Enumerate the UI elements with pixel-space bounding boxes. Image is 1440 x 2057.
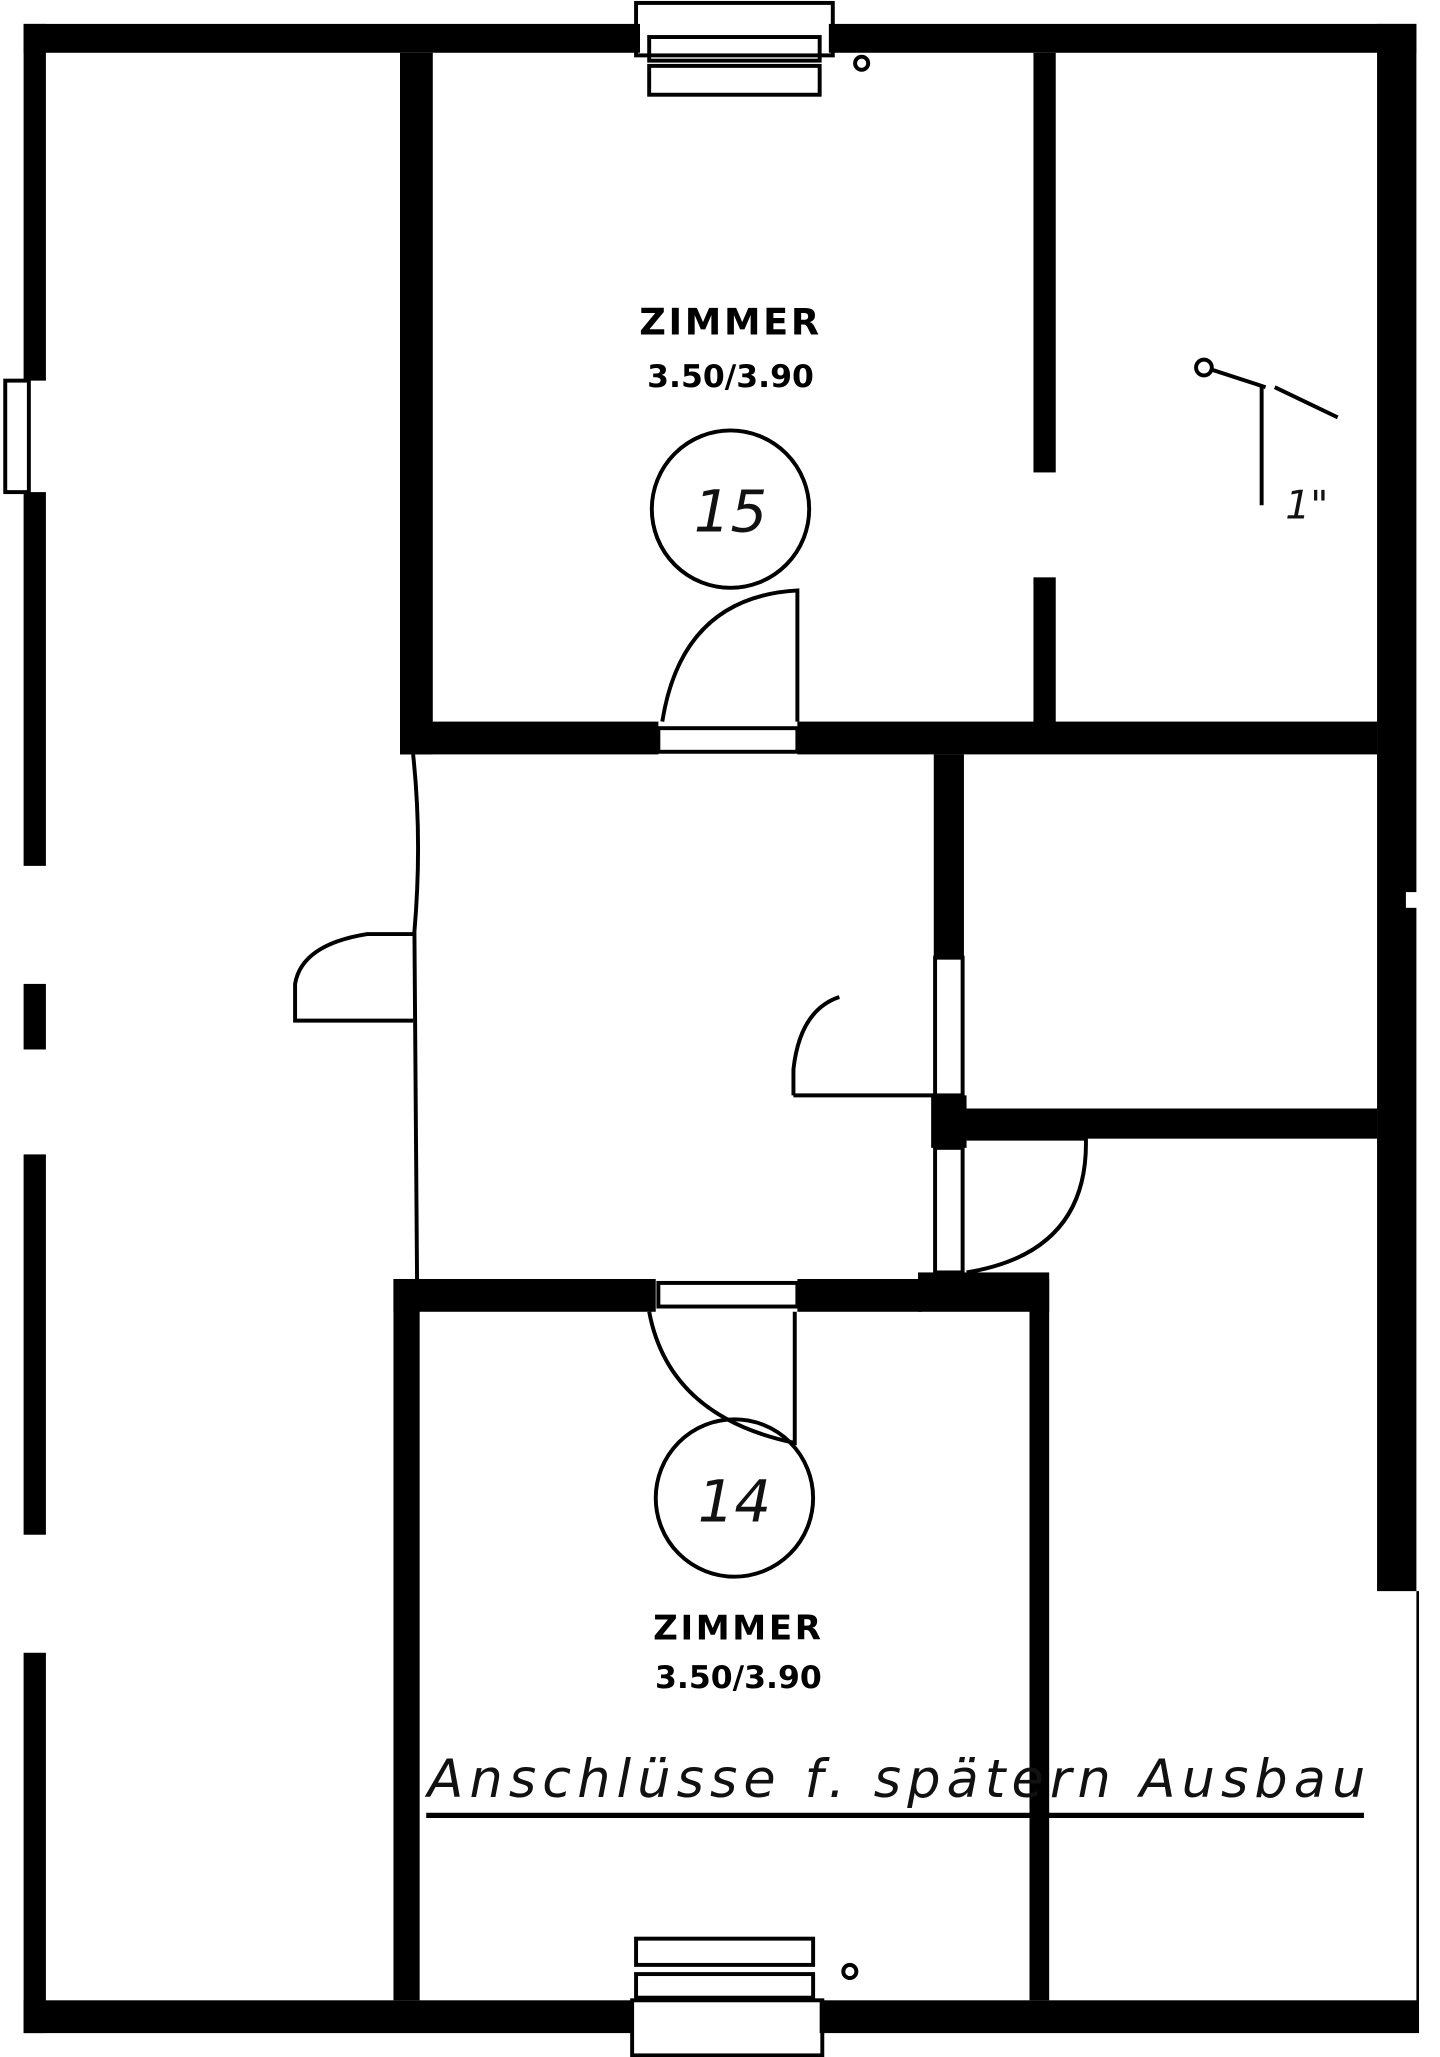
pipe-size-label: 1" [1285, 482, 1328, 528]
door-room-15 [660, 588, 800, 722]
room-15-name: ZIMMER [639, 301, 821, 344]
room-15-dimensions: 3.50/3.90 [647, 359, 814, 395]
room-14-badge [653, 1417, 816, 1579]
note-underline [426, 1812, 1364, 1819]
room-15-number: 15 [694, 477, 767, 545]
hall-walls [293, 754, 1378, 1312]
room-15-badge [649, 428, 812, 590]
room-15-walls [400, 52, 1378, 755]
room-14-name: ZIMMER [653, 1609, 823, 1649]
window-bottom [630, 1936, 859, 2057]
door-room-14 [647, 1311, 797, 1446]
room-14-number: 14 [698, 1468, 771, 1536]
room-14-dimensions: 3.50/3.90 [655, 1660, 822, 1696]
room-14-walls [393, 1278, 1050, 2001]
outer-walls [3, 23, 1420, 2034]
window-top [634, 0, 871, 97]
note-text: Anschlüsse f. spätern Ausbau [425, 1749, 1366, 1810]
pipe-connection-icon [1194, 357, 1339, 506]
